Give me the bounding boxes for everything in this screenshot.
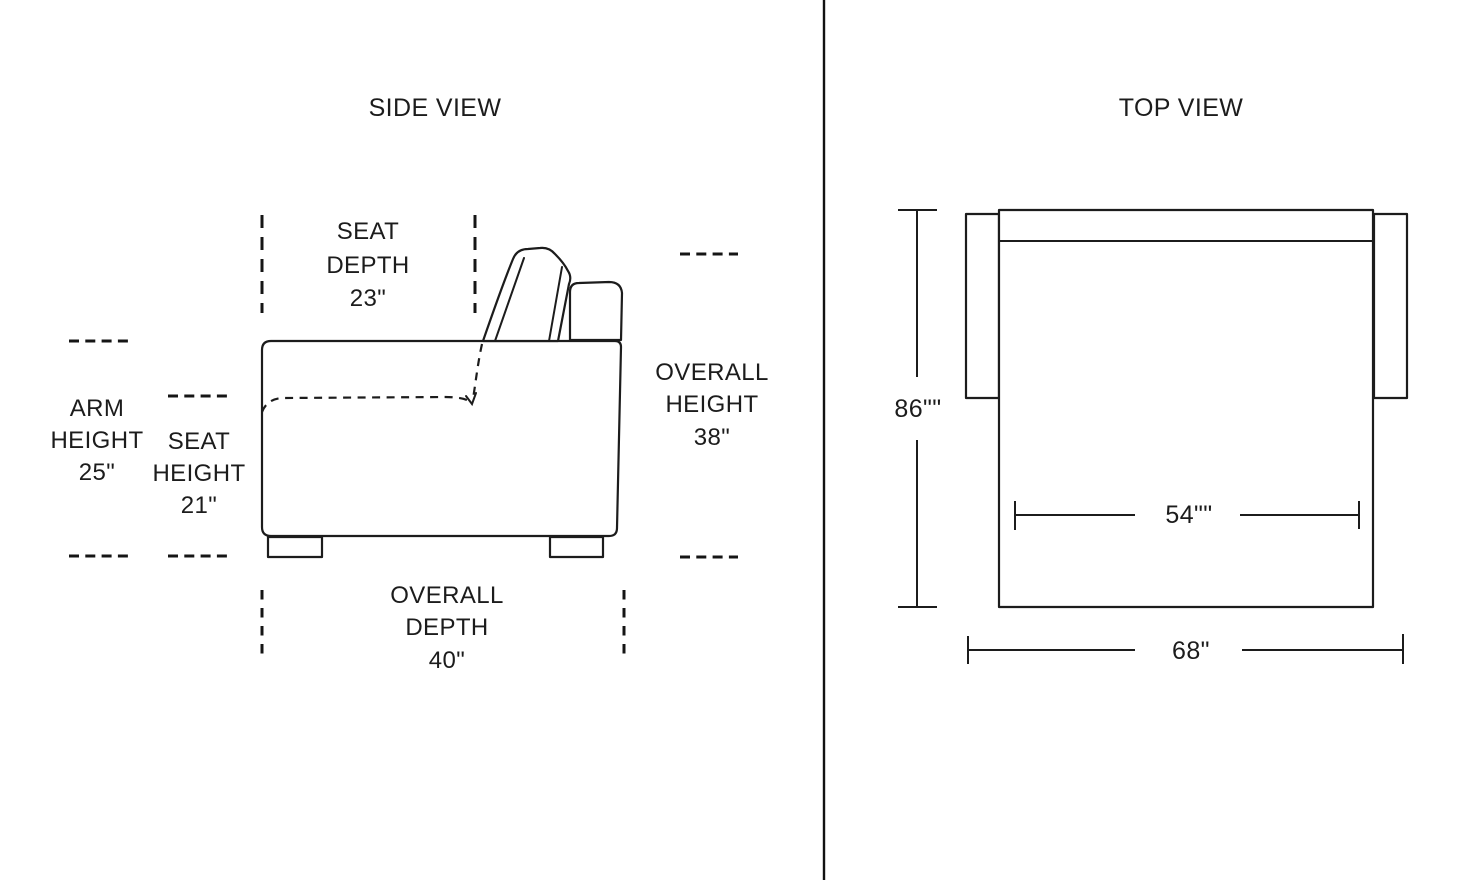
seat-height-value: 21": [181, 492, 217, 519]
depth-dimension-lines: [898, 209, 937, 608]
hidden-cushion-edge-dashed: [471, 343, 484, 400]
overall-depth-label: OVERALL DEPTH 40": [390, 582, 504, 674]
sofa-body-outline: [260, 339, 623, 538]
arm-height-label-line1: ARM: [70, 395, 125, 422]
overall-width-dimension-value: 68": [1172, 637, 1210, 665]
depth-dimension-86: 86"": [894, 209, 941, 608]
seat-width-dimension-54: 54"": [1014, 501, 1360, 530]
overall-height-label-line2: HEIGHT: [665, 391, 758, 418]
side-view-panel: SIDE VIEW: [50, 94, 768, 674]
seat-height-label-line1: SEAT: [168, 428, 231, 455]
seat-depth-value: 23": [350, 285, 386, 312]
arm-height-label-line2: HEIGHT: [50, 427, 143, 454]
seat-height-label-line2: HEIGHT: [152, 460, 245, 487]
overall-depth-value: 40": [429, 647, 465, 674]
sofa-back-cushion: [481, 246, 572, 343]
sofa-top-drawing: [964, 208, 1409, 609]
overall-width-dimension-lines: [967, 634, 1404, 664]
overall-height-value: 38": [694, 424, 730, 451]
sofa-back-frame: [568, 280, 624, 342]
seat-width-dimension-value: 54"": [1165, 501, 1212, 529]
sofa-side-drawing: [260, 246, 624, 559]
overall-depth-label-line2: DEPTH: [405, 614, 488, 641]
overall-height-label-line1: OVERALL: [655, 359, 769, 386]
overall-height-label: OVERALL HEIGHT 38": [655, 359, 769, 451]
side-view-guides: [69, 215, 738, 654]
side-view-title: SIDE VIEW: [369, 94, 502, 122]
overall-depth-label-line1: OVERALL: [390, 582, 504, 609]
arm-height-value: 25": [79, 459, 115, 486]
cushion-seam-lines: [494, 257, 563, 342]
seat-width-dimension-lines: [1014, 501, 1360, 530]
seat-depth-label: SEAT DEPTH 23": [326, 218, 409, 312]
sofa-top-armrest-right: [1372, 212, 1409, 400]
seat-depth-label-line1: SEAT: [337, 218, 400, 245]
sofa-top-body: [997, 208, 1375, 609]
top-view-panel: TOP VIEW 86"" 54"" 68": [894, 94, 1409, 665]
sofa-foot-left: [266, 535, 324, 559]
overall-width-dimension-68: 68": [967, 634, 1404, 665]
hidden-seat-contour-dashed: [260, 395, 470, 413]
sofa-top-armrest-left: [964, 212, 1001, 400]
arm-height-label: ARM HEIGHT 25": [50, 395, 143, 486]
seat-depth-label-line2: DEPTH: [326, 252, 409, 279]
depth-dimension-value: 86"": [894, 395, 941, 423]
top-view-title: TOP VIEW: [1119, 94, 1244, 122]
seat-height-label: SEAT HEIGHT 21": [152, 428, 245, 519]
contour-arrowhead: [465, 392, 477, 407]
sofa-foot-right: [548, 535, 605, 559]
